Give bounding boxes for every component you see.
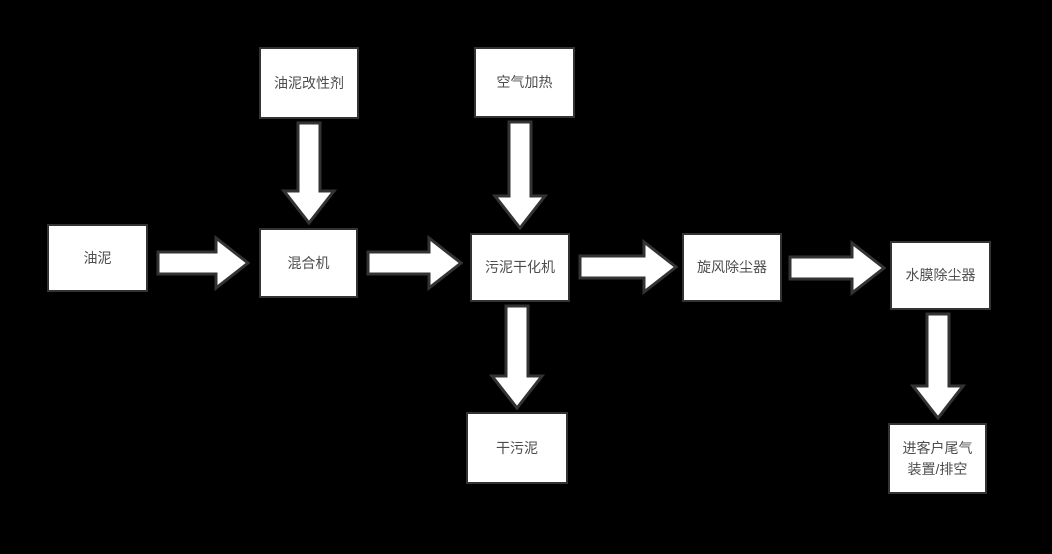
arrow-water-film-to-customer-tail-gas (910, 312, 966, 420)
node-label: 水膜除尘器 (905, 267, 976, 284)
node-oil-sludge: 油泥 (47, 224, 148, 292)
node-dry-sludge: 干污泥 (466, 412, 568, 484)
node-label: 污泥干化机 (485, 259, 555, 276)
node-label: 进客户尾气装置/排空 (902, 440, 973, 477)
arrow-sludge-dryer-to-dry-sludge (489, 304, 545, 410)
node-sludge-dryer: 污泥干化机 (470, 233, 570, 302)
node-label: 干污泥 (496, 439, 538, 456)
arrow-cyclone-to-water-film (788, 240, 886, 296)
arrow-air-heating-to-sludge-dryer (492, 120, 548, 230)
node-label: 空气加热 (496, 74, 553, 91)
node-water-film-dust-collector: 水膜除尘器 (890, 241, 991, 310)
arrow-oil-sludge-modifier-to-mixer (281, 121, 337, 225)
node-mixer: 混合机 (259, 228, 358, 298)
node-customer-tail-gas: 进客户尾气装置/排空 (888, 423, 987, 494)
arrow-mixer-to-sludge-dryer (366, 235, 463, 291)
node-cyclone-dust-collector: 旋风除尘器 (682, 233, 782, 302)
node-oil-sludge-modifier: 油泥改性剂 (259, 47, 359, 119)
node-label: 旋风除尘器 (697, 259, 767, 276)
arrow-oil-sludge-to-mixer (156, 235, 250, 291)
node-label: 油泥改性剂 (274, 74, 344, 91)
node-label: 油泥 (83, 249, 112, 266)
node-air-heating: 空气加热 (474, 47, 575, 118)
arrow-sludge-dryer-to-cyclone (578, 239, 678, 295)
node-label: 混合机 (287, 254, 330, 271)
